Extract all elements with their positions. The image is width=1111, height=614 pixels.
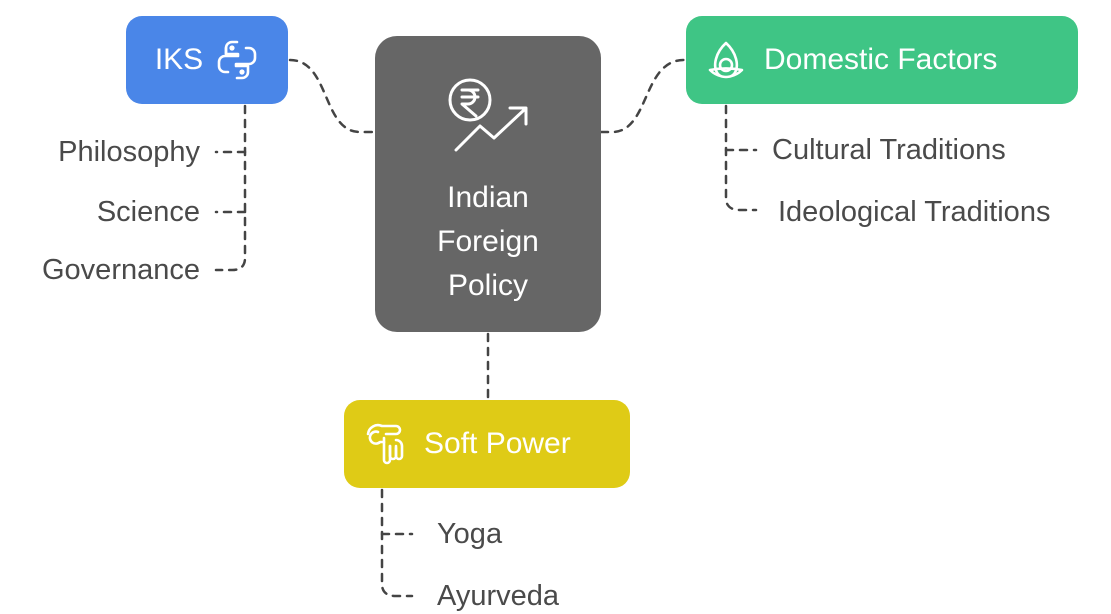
domestic-factors-node: Domestic Factors bbox=[686, 16, 1078, 104]
connector-iks-center bbox=[288, 58, 377, 134]
connector-center-domestic bbox=[599, 58, 686, 134]
iks-item-philosophy: Philosophy bbox=[58, 136, 200, 168]
domestic-factors-label: Domestic Factors bbox=[764, 43, 998, 76]
center-title-line: Indian bbox=[447, 181, 529, 214]
python-icon bbox=[215, 38, 259, 82]
center-title-line: Policy bbox=[447, 269, 529, 302]
center-title-line: Foreign bbox=[437, 225, 539, 258]
connector-domestic-items bbox=[724, 104, 758, 212]
soft-power-item-ayurveda: Ayurveda bbox=[437, 580, 559, 612]
iks-node: IKS bbox=[126, 16, 288, 104]
iks-item-science: Science bbox=[96, 196, 200, 228]
domestic-item-cultural: Cultural Traditions bbox=[772, 134, 1006, 166]
connector-soft-items bbox=[380, 488, 414, 598]
soft-power-label: Soft Power bbox=[424, 427, 571, 460]
connector-iks-items bbox=[214, 104, 247, 272]
hand-pointing-icon bbox=[362, 420, 410, 468]
rupee-growth-icon bbox=[440, 76, 536, 156]
center-title: Indian Foreign Policy bbox=[437, 176, 539, 308]
center-node: Indian Foreign Policy bbox=[375, 36, 601, 332]
soft-power-item-yoga: Yoga bbox=[437, 518, 503, 550]
triquetra-icon bbox=[704, 38, 748, 82]
iks-item-governance: Governance bbox=[42, 254, 200, 286]
soft-power-node: Soft Power bbox=[344, 400, 630, 488]
domestic-item-ideological: Ideological Traditions bbox=[778, 196, 1051, 228]
iks-label: IKS bbox=[154, 43, 204, 76]
